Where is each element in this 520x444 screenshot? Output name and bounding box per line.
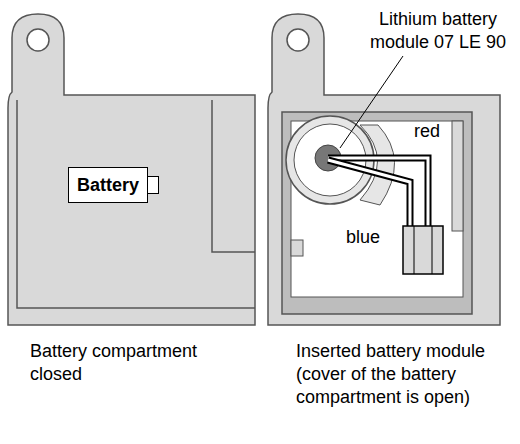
- closed-housing: [8, 14, 255, 325]
- part-label: red: [414, 120, 454, 143]
- open-housing: [268, 14, 500, 325]
- cover-label: Battery: [77, 174, 139, 196]
- battery-cover: Battery: [68, 167, 148, 203]
- part-label: blue: [346, 226, 396, 249]
- part-label: Lithium battery module 07 LE 90: [360, 8, 516, 54]
- caption-text: Inserted battery module (cover of the ba…: [296, 340, 496, 409]
- cover-tab: [147, 176, 159, 194]
- caption-text: Battery compartment closed: [30, 340, 210, 386]
